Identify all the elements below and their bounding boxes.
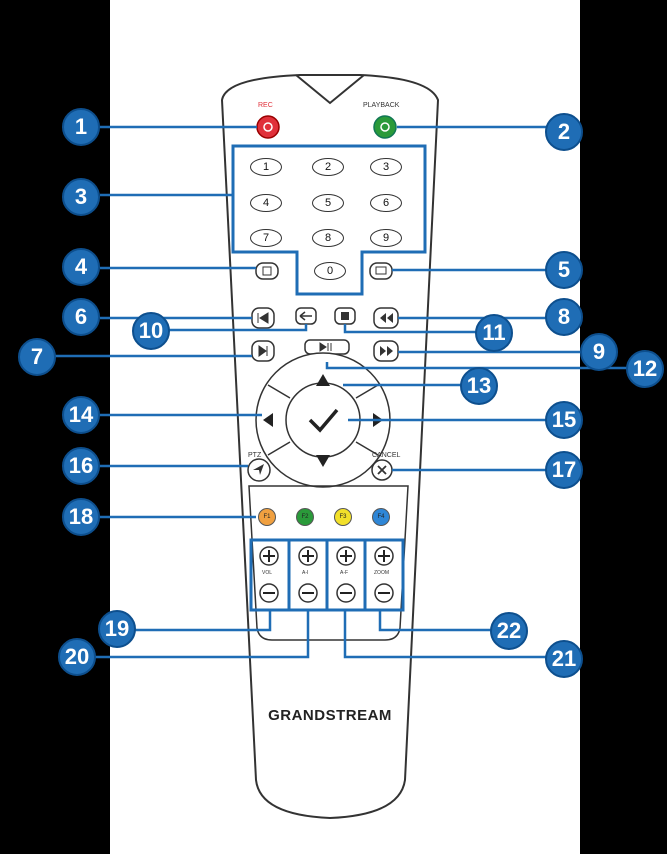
leader-lines [50, 125, 640, 659]
vol-label: VOL [262, 570, 273, 576]
digit-key-7[interactable]: 7 [250, 229, 282, 247]
digit-key-3[interactable]: 3 [370, 158, 402, 176]
digit-key-4[interactable]: 4 [250, 194, 282, 212]
f3-key[interactable]: F3 [334, 508, 352, 526]
digit-key-6[interactable]: 6 [370, 194, 402, 212]
callout-14: 14 [62, 396, 100, 434]
ptz-label: PTZ [248, 452, 262, 459]
callout-18: 18 [62, 498, 100, 536]
callout-3: 3 [62, 178, 100, 216]
display-button [369, 262, 393, 280]
brand-logo-text: GRANDSTREAM [268, 707, 392, 724]
callout-11: 11 [475, 314, 513, 352]
play-pause-button [304, 339, 350, 355]
callout-1: 1 [62, 108, 100, 146]
digit-key-5[interactable]: 5 [312, 194, 344, 212]
af-label: A-F [340, 570, 349, 576]
down-arrow [316, 455, 330, 467]
callout-12: 12 [626, 350, 664, 388]
digit-key-0[interactable]: 0 [314, 262, 346, 280]
callout-8: 8 [545, 298, 583, 336]
digit-key-2[interactable]: 2 [312, 158, 344, 176]
zoom-label: ZOOM [374, 570, 389, 576]
callout-10: 10 [132, 312, 170, 350]
ir-notch [295, 74, 365, 105]
callout-6: 6 [62, 298, 100, 336]
callout-2: 2 [545, 113, 583, 151]
callout-22: 22 [490, 612, 528, 650]
callout-7: 7 [18, 338, 56, 376]
playback-button [373, 115, 397, 139]
playback-label: PLAYBACK [363, 102, 400, 109]
rocker-box-4 [363, 538, 405, 612]
callout-20: 20 [58, 638, 96, 676]
left-arrow [263, 413, 273, 427]
callout-16: 16 [62, 447, 100, 485]
up-arrow [316, 374, 330, 386]
callout-15: 15 [545, 401, 583, 439]
callout-9: 9 [580, 333, 618, 371]
ai-label: A-I [302, 570, 309, 576]
rec-button [256, 115, 280, 139]
digit-key-9[interactable]: 9 [370, 229, 402, 247]
f2-key[interactable]: F2 [296, 508, 314, 526]
callout-5: 5 [545, 251, 583, 289]
digit-key-8[interactable]: 8 [312, 229, 344, 247]
callout-19: 19 [98, 610, 136, 648]
f4-key[interactable]: F4 [372, 508, 390, 526]
f1-key[interactable]: F1 [258, 508, 276, 526]
callout-4: 4 [62, 248, 100, 286]
menu-button [255, 262, 279, 280]
callout-13: 13 [460, 367, 498, 405]
digit-key-1[interactable]: 1 [250, 158, 282, 176]
callout-17: 17 [545, 451, 583, 489]
rec-label: REC [258, 102, 273, 109]
keypad-highlight [231, 144, 427, 296]
callout-21: 21 [545, 640, 583, 678]
cancel-label: CANCEL [372, 452, 401, 459]
